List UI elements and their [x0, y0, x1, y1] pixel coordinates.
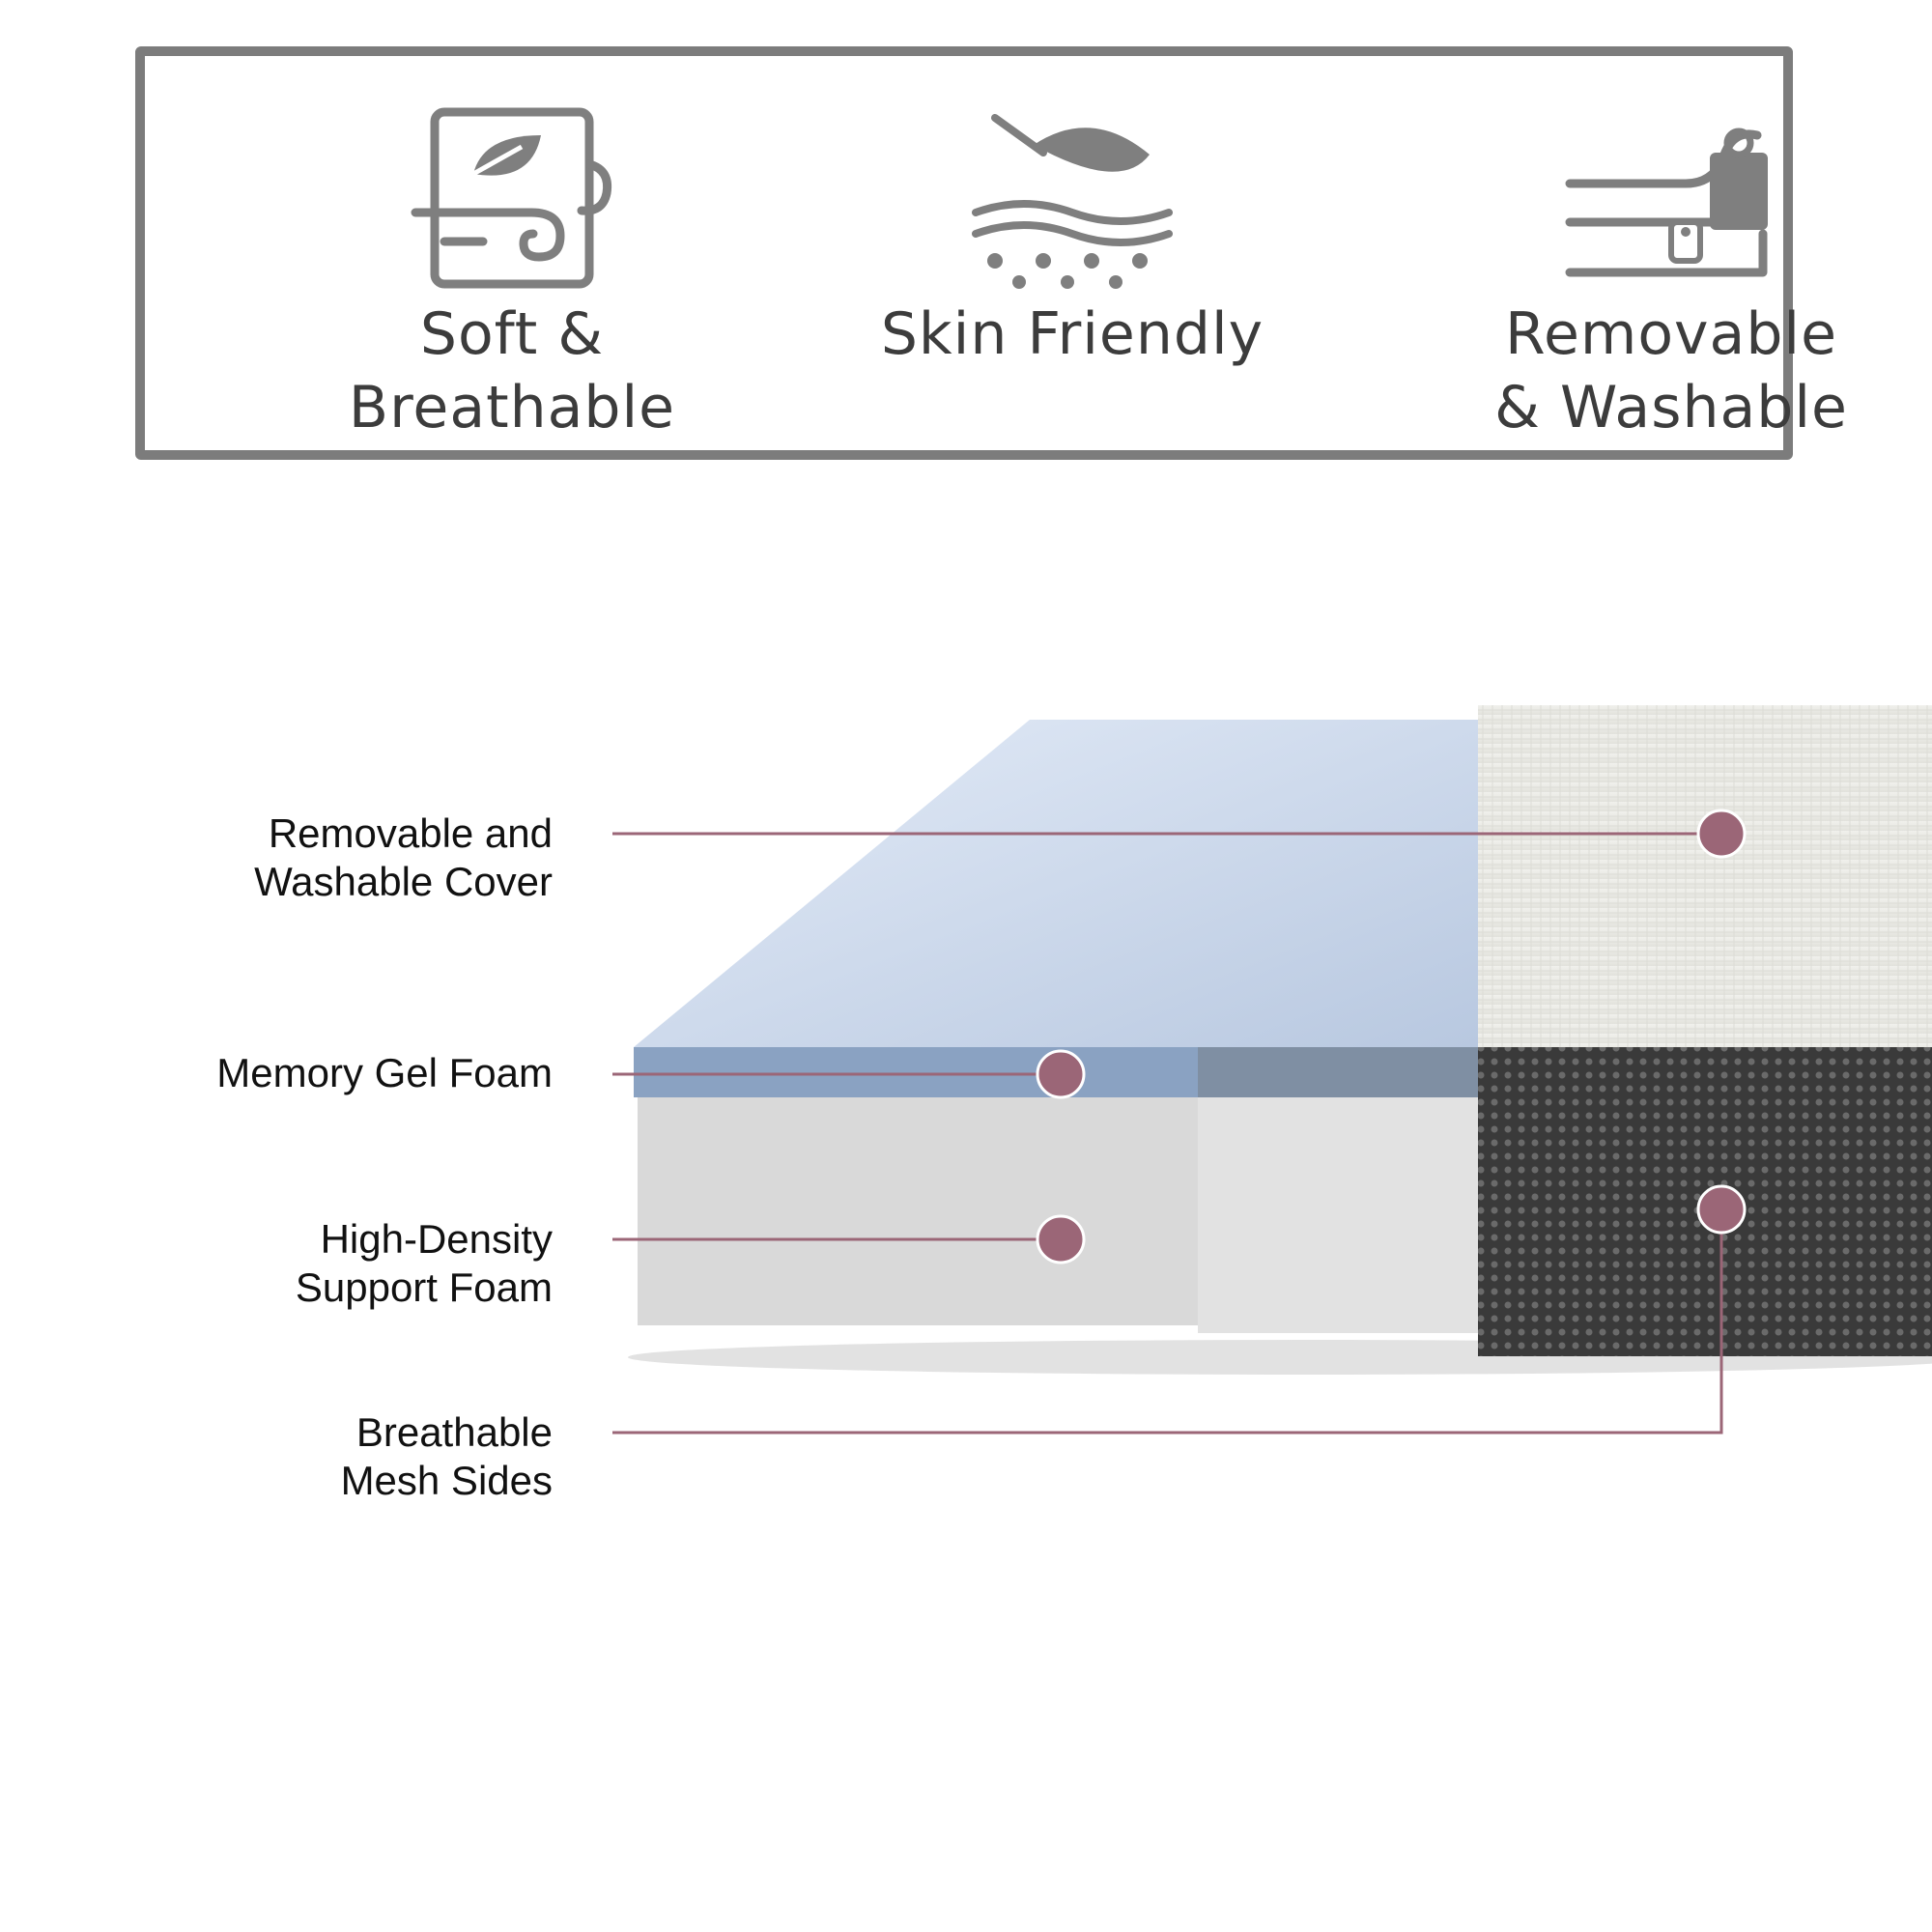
feature-skin-friendly: Skin Friendly — [821, 56, 1323, 450]
layer-label-cover: Removable and Washable Cover — [254, 810, 553, 904]
zipper-cover-icon — [1565, 128, 1768, 277]
feature-label: Skin Friendly — [880, 300, 1264, 368]
gel-foam-top-surface — [634, 720, 1478, 1047]
cover-top — [1478, 705, 1932, 1047]
feature-label: Removable & Washable — [1494, 300, 1848, 441]
callout-dot-support — [1036, 1214, 1086, 1264]
feather-skin-icon — [972, 114, 1173, 289]
layer-label-gel-foam: Memory Gel Foam — [216, 1050, 553, 1095]
feature-removable-washable: Removable & Washable — [1420, 56, 1922, 450]
feature-label: Soft & Breathable — [348, 300, 676, 441]
layer-label-support-foam: High-Density Support Foam — [295, 1216, 553, 1310]
callout-dot-mesh — [1696, 1184, 1747, 1235]
callout-dot-cover — [1696, 809, 1747, 859]
feature-soft-breathable: Soft & Breathable — [261, 56, 763, 450]
callout-line-mesh — [612, 1209, 1723, 1435]
leaf-air-icon — [411, 107, 612, 289]
layer-label-mesh-sides: Breathable Mesh Sides — [340, 1409, 553, 1503]
callout-dot-gel — [1036, 1049, 1086, 1099]
features-panel: Soft & Breathable Skin Friendly — [135, 46, 1847, 460]
